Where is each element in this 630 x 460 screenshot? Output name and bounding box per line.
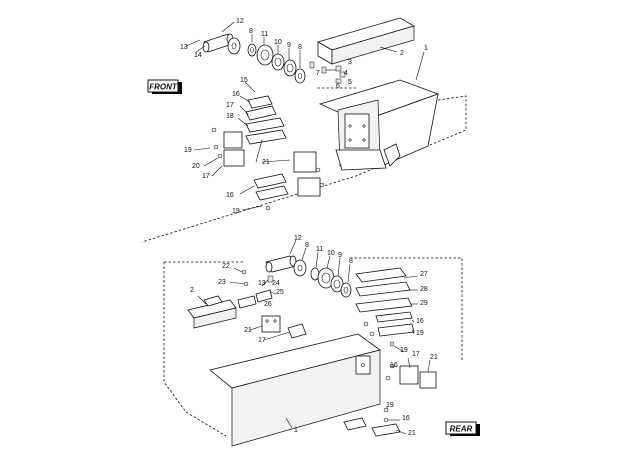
callout: 25 bbox=[276, 289, 284, 296]
callout: 16 bbox=[232, 91, 240, 98]
callout: 19 bbox=[386, 402, 394, 409]
front-boundary-dashes bbox=[141, 95, 467, 243]
callout: 19 bbox=[232, 208, 240, 215]
front-assembly: FRONT 12 13 14 8 11 10 9 8 2 1 3 4 5 6 7… bbox=[141, 17, 467, 243]
front-view-tag: FRONT bbox=[147, 79, 182, 94]
plates-far-right-rear bbox=[343, 363, 437, 437]
callout: 8 bbox=[298, 44, 302, 51]
callout: 8 bbox=[349, 258, 353, 265]
channel-beam-top bbox=[316, 17, 416, 65]
callout: 16 bbox=[402, 415, 410, 422]
callout: 29 bbox=[420, 300, 428, 307]
plates-column-front bbox=[211, 95, 325, 211]
callout: 1 bbox=[294, 427, 298, 434]
shaft-pin bbox=[202, 33, 234, 53]
callout: 16 bbox=[390, 362, 398, 369]
callout: 24 bbox=[272, 280, 280, 287]
callout: 21 bbox=[244, 327, 252, 334]
callout: 19 bbox=[400, 347, 408, 354]
callout: 21 bbox=[408, 430, 416, 437]
callout: 27 bbox=[420, 271, 428, 278]
callout: 14 bbox=[194, 52, 202, 59]
callout: 10 bbox=[274, 39, 282, 46]
callout: 1 bbox=[424, 45, 428, 52]
washer-stack-rear bbox=[293, 259, 352, 298]
callout: 13 bbox=[258, 280, 266, 287]
rear-tag-label: REAR bbox=[450, 425, 473, 434]
callout: 16 bbox=[416, 318, 424, 325]
callout: 28 bbox=[420, 286, 428, 293]
washer-stack bbox=[227, 37, 306, 84]
callout: 8 bbox=[249, 28, 253, 35]
callout: 22 bbox=[222, 263, 230, 270]
callout: 23 bbox=[218, 279, 226, 286]
callout: 21 bbox=[430, 354, 438, 361]
callout: 4 bbox=[344, 70, 348, 77]
callout: 9 bbox=[338, 252, 342, 259]
callout: 17 bbox=[202, 173, 210, 180]
callout: 17 bbox=[226, 102, 234, 109]
callout: 12 bbox=[294, 235, 302, 242]
callout: 9 bbox=[287, 42, 291, 49]
callout: 16 bbox=[226, 192, 234, 199]
callout: 11 bbox=[316, 246, 323, 253]
plates-right-rear bbox=[355, 267, 415, 347]
callout: 21 bbox=[262, 159, 270, 166]
plates-left-rear bbox=[261, 315, 307, 339]
callouts-bottom: 12 8 11 10 9 8 22 23 13 24 25 26 2 21 17… bbox=[190, 235, 438, 437]
callout: 6 bbox=[336, 83, 340, 90]
main-housing-front bbox=[318, 79, 440, 171]
rear-view-tag: REAR bbox=[445, 421, 480, 436]
callouts-top: 12 13 14 8 11 10 9 8 2 1 3 4 5 6 7 15 16… bbox=[180, 18, 428, 215]
shaft-pin-rear bbox=[265, 255, 297, 273]
callout: 10 bbox=[327, 250, 335, 257]
callout: 19 bbox=[416, 330, 424, 337]
rear-assembly: REAR 12 8 11 10 9 8 22 23 13 24 25 26 2 … bbox=[163, 235, 480, 447]
callout: 15 bbox=[240, 77, 248, 84]
callout: 19 bbox=[184, 147, 192, 154]
callout: 17 bbox=[412, 351, 420, 358]
small-hardware-rear bbox=[237, 269, 274, 309]
channel-beam-rear bbox=[187, 295, 237, 329]
callout: 3 bbox=[348, 59, 352, 66]
callout: 13 bbox=[180, 44, 188, 51]
callout: 18 bbox=[226, 113, 234, 120]
callout: 26 bbox=[264, 301, 272, 308]
callout: 2 bbox=[190, 287, 194, 294]
callout: 8 bbox=[305, 242, 309, 249]
front-tag-label: FRONT bbox=[149, 83, 178, 92]
main-beam-rear bbox=[209, 333, 381, 447]
callout: 11 bbox=[261, 31, 268, 38]
callout: 17 bbox=[258, 337, 266, 344]
leaders-bottom bbox=[197, 239, 431, 435]
callout: 2 bbox=[400, 50, 404, 57]
leaders-top bbox=[185, 21, 425, 211]
callout: 20 bbox=[192, 163, 200, 170]
callout: 7 bbox=[316, 70, 320, 77]
callout: 12 bbox=[236, 18, 244, 25]
callout: 5 bbox=[348, 79, 352, 86]
